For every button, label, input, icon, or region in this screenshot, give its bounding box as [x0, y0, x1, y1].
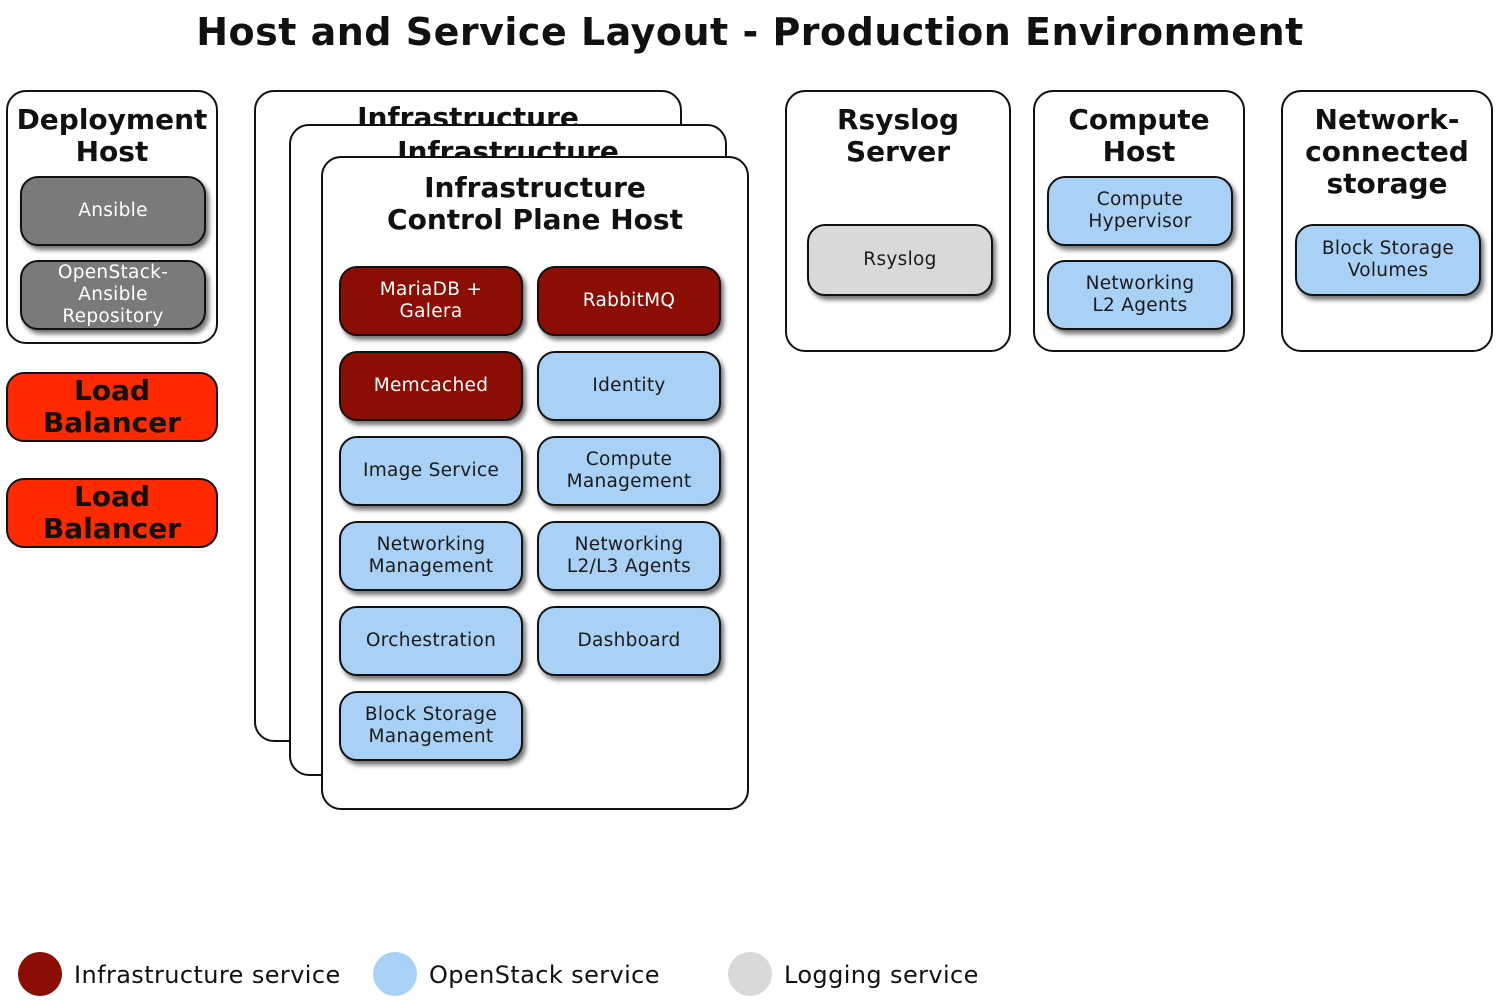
- rabbitmq-service: RabbitMQ: [537, 266, 721, 336]
- rsyslog-server-host: Rsyslog Server Rsyslog: [785, 90, 1011, 352]
- orchestration-service: Orchestration: [339, 606, 523, 676]
- legend-infrastructure-swatch: [18, 952, 62, 996]
- legend-logging-label: Logging service: [784, 961, 979, 989]
- network-storage-host: Network- connected storage Block Storage…: [1281, 90, 1493, 352]
- memcached-service: Memcached: [339, 351, 523, 421]
- deployment-host-title: Deployment Host: [16, 103, 208, 168]
- infra-control-plane-title: Infrastructure Control Plane Host: [387, 171, 683, 236]
- ansible-service: Ansible: [20, 176, 206, 246]
- deployment-host: Deployment Host Ansible OpenStack- Ansib…: [6, 90, 218, 344]
- compute-host-title: Compute Host: [1068, 103, 1210, 168]
- rsyslog-server-title: Rsyslog Server: [836, 103, 960, 168]
- network-storage-title: Network- connected storage: [1305, 103, 1469, 200]
- image-service-service: Image Service: [339, 436, 523, 506]
- legend-infrastructure-label: Infrastructure service: [74, 961, 341, 989]
- block-storage-management-service: Block Storage Management: [339, 691, 523, 761]
- block-storage-volumes-service: Block Storage Volumes: [1295, 224, 1481, 296]
- networking-l2-agents-service: Networking L2 Agents: [1047, 260, 1233, 330]
- mariadb-galera-service: MariaDB + Galera: [339, 266, 523, 336]
- compute-hypervisor-service: Compute Hypervisor: [1047, 176, 1233, 246]
- rsyslog-service: Rsyslog: [807, 224, 993, 296]
- networking-management-service: Networking Management: [339, 521, 523, 591]
- compute-management-service: Compute Management: [537, 436, 721, 506]
- legend-openstack-swatch: [373, 952, 417, 996]
- diagram-title: Host and Service Layout - Production Env…: [196, 10, 1304, 54]
- compute-host: Compute Host Compute Hypervisor Networki…: [1033, 90, 1245, 352]
- infra-control-plane-host: Infrastructure Control Plane Host MariaD…: [321, 156, 749, 810]
- legend-logging-swatch: [728, 952, 772, 996]
- legend-openstack-label: OpenStack service: [429, 961, 660, 989]
- identity-service: Identity: [537, 351, 721, 421]
- dashboard-service: Dashboard: [537, 606, 721, 676]
- load-balancer-2: Load Balancer: [6, 478, 218, 548]
- load-balancer-1: Load Balancer: [6, 372, 218, 442]
- openstack-ansible-repository-service: OpenStack- Ansible Repository: [20, 260, 206, 330]
- networking-l2-l3-agents-service: Networking L2/L3 Agents: [537, 521, 721, 591]
